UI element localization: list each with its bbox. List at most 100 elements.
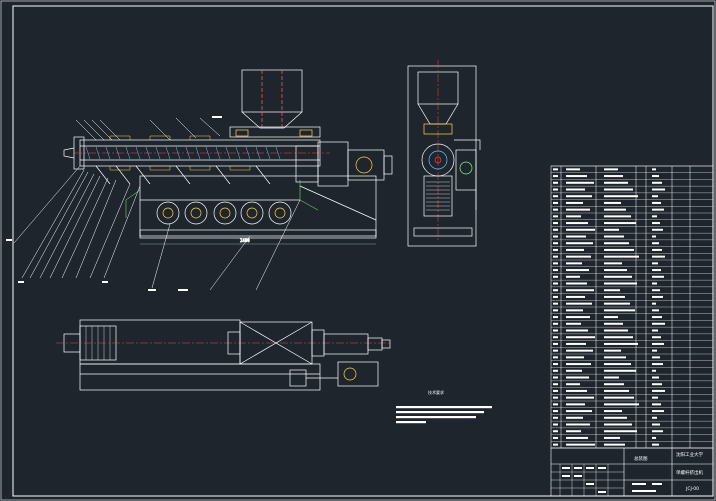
- bom-cell-text: [566, 403, 585, 406]
- bom-cell-text: [553, 175, 558, 178]
- bom-cell-text: [652, 168, 656, 171]
- bom-cell-text: [652, 363, 663, 366]
- bom-cell-text: [652, 396, 658, 399]
- bom-cell-text: [566, 181, 594, 184]
- bom-cell-text: [652, 423, 660, 426]
- bom-cell-text: [566, 369, 582, 372]
- bom-cell-text: [566, 322, 581, 325]
- drawing-subtitle: 单螺杆挤出机: [676, 469, 703, 476]
- bom-cell-text: [553, 363, 558, 366]
- drawing-title: 总装图: [634, 455, 648, 462]
- bom-cell-text: [553, 430, 558, 433]
- bom-cell-text: [553, 295, 558, 298]
- bom-cell-text: [566, 443, 595, 446]
- bom-cell-text: [652, 369, 656, 372]
- bom-cell-text: [604, 222, 636, 225]
- bom-cell-text: [652, 222, 660, 225]
- bom-cell-text: [566, 383, 580, 386]
- bom-cell-text: [553, 336, 558, 339]
- bom-cell-text: [652, 416, 657, 419]
- bom-cell-text: [604, 389, 629, 392]
- bom-cell-text: [604, 262, 622, 265]
- bom-cell-text: [604, 295, 625, 298]
- bom-cell-text: [652, 208, 664, 211]
- bom-cell-text: [566, 295, 585, 298]
- extruder-front-view[interactable]: 2400: [63, 69, 393, 245]
- bom-cell-text: [553, 248, 558, 251]
- extruder-side-view[interactable]: [407, 60, 481, 247]
- bom-cell-text: [566, 282, 587, 285]
- bom-cell-text: [604, 302, 630, 305]
- bom-cell-text: [652, 201, 661, 204]
- bom-cell-text: [553, 289, 558, 292]
- bom-cell-text: [652, 188, 665, 191]
- hopper-cone: [241, 111, 303, 129]
- bom-cell-text: [652, 322, 665, 325]
- bom-cell-text: [604, 423, 632, 426]
- bom-cell-text: [553, 369, 558, 372]
- hopper-top: [241, 69, 303, 113]
- title-block-text: 沈阳工业大学 总装图 单螺杆挤出机 JCJ-00: [634, 451, 703, 492]
- bom-cell-text: [652, 389, 665, 392]
- bom-cell-text: [566, 235, 586, 238]
- bom-cell-text: [566, 242, 593, 245]
- bom-cell-text: [566, 168, 580, 171]
- bom-cell-text: [553, 269, 558, 272]
- bom-cell-text: [652, 349, 657, 352]
- bom-cell-text: [604, 356, 626, 359]
- bom-cell-text: [652, 376, 659, 379]
- motor: [347, 149, 385, 181]
- bom-rows: [551, 165, 713, 446]
- bom-cell-text: [566, 363, 591, 366]
- bom-cell-text: [553, 316, 558, 319]
- bom-cell-text: [553, 282, 558, 285]
- bom-cell-text: [604, 410, 622, 413]
- bom-cell-text: [553, 436, 558, 439]
- bom-cell-text: [652, 242, 659, 245]
- svg-text:2400: 2400: [240, 238, 250, 243]
- bom-cell-text: [652, 295, 663, 298]
- bom-cell-text: [566, 423, 590, 426]
- bom-cell-text: [604, 349, 621, 352]
- title-block[interactable]: [550, 447, 714, 497]
- bom-cell-text: [604, 175, 623, 178]
- bom-cell-text: [553, 403, 558, 406]
- bom-cell-text: [566, 389, 587, 392]
- bom-cell-text: [604, 282, 637, 285]
- bom-cell-text: [553, 443, 558, 446]
- bom-cell-text: [566, 410, 592, 413]
- bom-cell-text: [604, 369, 636, 372]
- bom-cell-text: [652, 215, 657, 218]
- bom-cell-text: [652, 329, 658, 332]
- bom-cell-text: [604, 181, 628, 184]
- bom-cell-text: [652, 316, 662, 319]
- bom-cell-text: [553, 208, 558, 211]
- top-gearbox: [323, 333, 369, 355]
- bom-cell-text: [652, 356, 660, 359]
- bom-cell-text: [604, 363, 631, 366]
- notes-heading: 技术要求: [428, 389, 444, 395]
- bom-cell-text: [553, 322, 558, 325]
- bom-cell-text: [652, 410, 664, 413]
- bom-cell-text: [652, 383, 662, 386]
- gearbox: [317, 141, 349, 187]
- extruder-top-view[interactable]: [56, 319, 392, 391]
- bom-cell-text: [652, 181, 662, 184]
- bom-cell-text: [604, 242, 629, 245]
- bom-cell-text: [566, 248, 584, 251]
- bom-cell-text: [553, 342, 558, 345]
- bom-cell-text: [652, 235, 656, 238]
- bom-cell-text: [566, 222, 588, 225]
- bom-cell-text: [652, 443, 659, 446]
- bom-cell-text: [604, 269, 627, 272]
- bom-cell-text: [553, 222, 558, 225]
- bom-cell-text: [652, 195, 658, 198]
- bom-cell-text: [566, 195, 592, 198]
- bom-cell-text: [604, 208, 626, 211]
- bom-cell-text: [604, 443, 625, 446]
- bom-cell-text: [604, 289, 620, 292]
- bom-cell-text: [553, 195, 558, 198]
- bom-cell-text: [652, 262, 658, 265]
